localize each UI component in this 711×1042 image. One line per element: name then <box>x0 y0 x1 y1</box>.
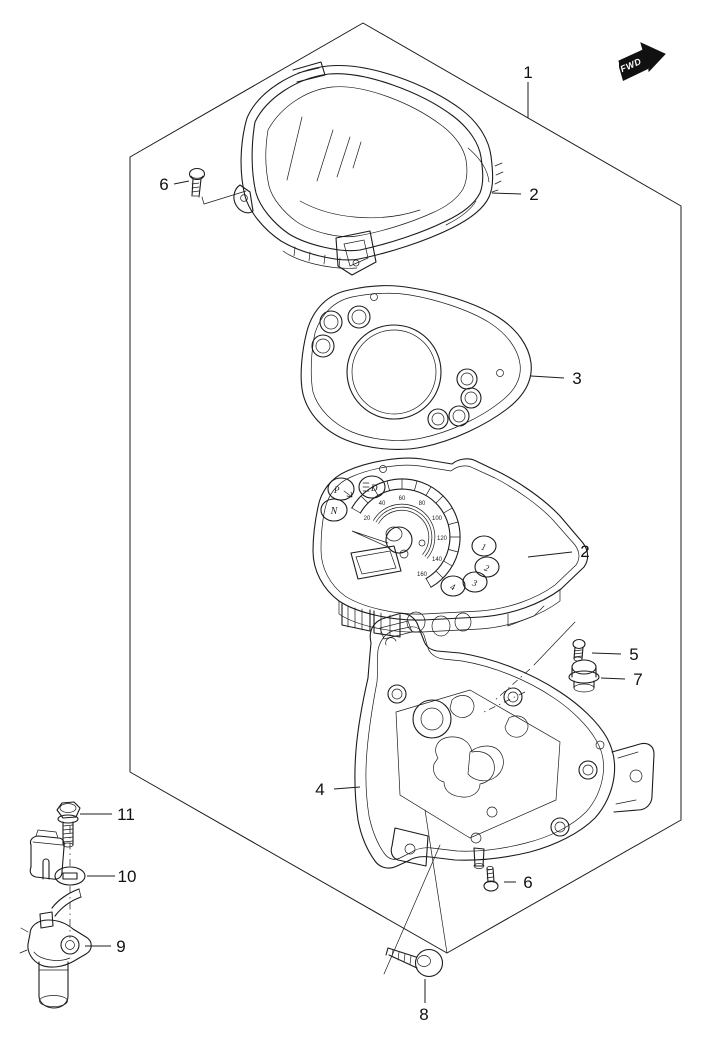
lens-glass-outline <box>266 87 467 237</box>
svg-text:120: 120 <box>437 536 448 542</box>
indicator-windows: P D N 1 2 3 4 <box>321 476 499 596</box>
case-inner-rim <box>366 627 604 860</box>
screw-8 <box>384 810 447 977</box>
lens-glare-lines <box>287 117 420 218</box>
svg-text:60: 60 <box>399 496 406 502</box>
cover-top-tab <box>293 62 325 82</box>
callout-3: 3 <box>572 369 581 388</box>
svg-text:1: 1 <box>480 542 487 553</box>
svg-text:40: 40 <box>379 501 386 507</box>
lcd-window <box>351 466 425 580</box>
case-platform <box>396 690 560 838</box>
callout-11: 11 <box>117 805 135 824</box>
cover-inner-ring <box>252 74 483 251</box>
gasket-inner-line <box>311 293 520 440</box>
part-lens-cover <box>234 62 503 275</box>
leader-lines <box>80 82 625 1003</box>
speedometer-dial: 20 40 60 80 100 120 140 160 <box>352 479 460 587</box>
svg-text:160: 160 <box>417 572 428 578</box>
park-indicator: P <box>333 485 340 495</box>
speed-sensor-9 <box>20 826 91 1008</box>
cover-screw-ear <box>234 185 253 213</box>
screw-6-top-axis <box>202 191 246 204</box>
bolt-11 <box>57 802 80 847</box>
case-assembly-axis <box>484 692 525 712</box>
fwd-arrow-icon: FWD <box>619 43 665 81</box>
svg-text:140: 140 <box>432 557 443 563</box>
case-top-ear <box>380 621 412 645</box>
grommet-7 <box>569 660 599 692</box>
case-outer-outline <box>355 613 615 868</box>
meter-outer-outline <box>313 458 588 620</box>
svg-text:4: 4 <box>449 582 457 593</box>
callout-2-mid: 2 <box>580 542 589 561</box>
callout-7: 7 <box>633 670 642 689</box>
gasket-outer-outline <box>301 286 531 450</box>
cover-right-flange <box>446 148 503 225</box>
callout-2-top: 2 <box>529 185 538 204</box>
gasket-center-hole <box>347 325 441 419</box>
high-beam-icon: D <box>370 483 378 493</box>
svg-text:100: 100 <box>432 516 443 522</box>
dial-numbers: 20 40 60 80 100 120 140 160 <box>364 496 448 578</box>
callout-10: 10 <box>118 867 137 886</box>
meter-bottom-edge <box>339 590 560 637</box>
case-screw-bosses <box>388 685 604 843</box>
svg-text:20: 20 <box>364 516 371 522</box>
case-molded-features <box>433 696 528 798</box>
callout-5: 5 <box>629 645 638 664</box>
callout-6-bottom: 6 <box>523 873 532 892</box>
callout-6-top: 6 <box>159 175 168 194</box>
part-dial-gasket <box>301 286 531 450</box>
part-meter-assembly: 20 40 60 80 100 120 140 160 P D N 1 2 <box>313 458 588 637</box>
case-center-boss <box>413 700 451 738</box>
washer-10 <box>55 867 85 885</box>
cover-outer-outline <box>241 66 493 260</box>
cover-bottom-edge <box>283 247 357 268</box>
cushion-bracket <box>30 830 64 879</box>
screw-5 <box>494 622 585 701</box>
callout-labels: 1 2 3 2 5 7 4 6 6 8 9 10 11 <box>116 63 642 1024</box>
svg-text:80: 80 <box>419 501 426 507</box>
case-bottom-stud <box>474 848 484 869</box>
svg-text:2: 2 <box>483 563 491 574</box>
case-bottom-left-tab <box>391 828 428 866</box>
screw-6-top <box>190 169 247 205</box>
part-lower-case <box>355 613 654 868</box>
callout-8: 8 <box>419 1005 428 1024</box>
callout-1: 1 <box>523 63 532 82</box>
dial-ticks <box>352 479 460 587</box>
callout-4: 4 <box>315 780 324 799</box>
cover-bottom-tab <box>336 231 376 275</box>
meter-face-inset <box>321 465 579 614</box>
gasket-lamp-holes <box>312 294 504 430</box>
neutral-indicator: N <box>330 506 339 517</box>
case-right-bracket <box>612 743 654 812</box>
svg-text:3: 3 <box>470 577 479 588</box>
callout-9: 9 <box>116 937 125 956</box>
screw-6-bottom <box>484 866 498 891</box>
